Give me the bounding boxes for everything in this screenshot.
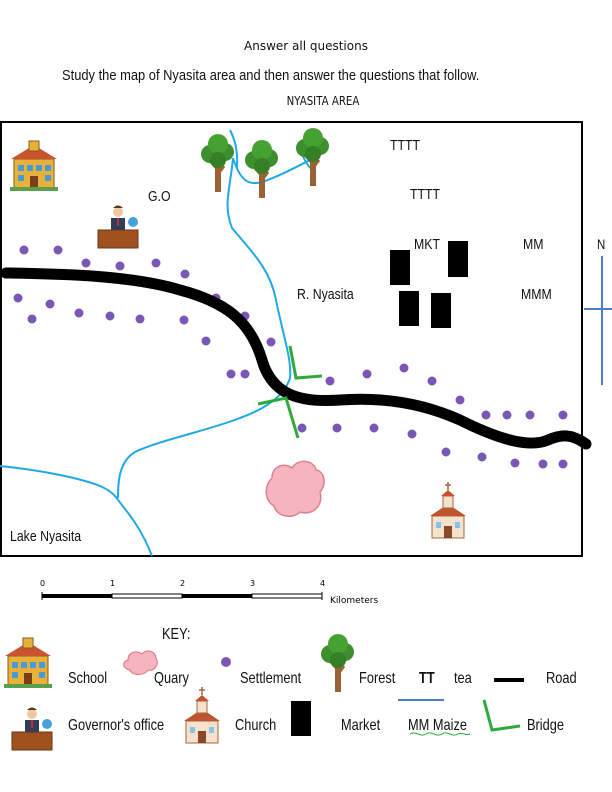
key-maize-label: MM Maize <box>408 717 468 734</box>
key-forest-icon <box>319 632 356 694</box>
key-quarry-label: Quary <box>154 670 189 687</box>
scale-tick-2: 2 <box>180 579 185 588</box>
maize-label-2: MMM <box>521 286 552 303</box>
key-settlement-label: Settlement <box>240 670 302 687</box>
scale-tick-3: 3 <box>250 579 255 588</box>
market-label: MKT <box>414 236 440 253</box>
tea-label-2: TTTT <box>410 186 441 203</box>
key-bridge-icon <box>482 699 521 732</box>
market-blocks <box>390 241 468 328</box>
key-tea-label: tea <box>454 670 472 687</box>
scale-tick-0: 0 <box>40 579 45 588</box>
quarry-icon <box>265 460 325 518</box>
key-school-icon <box>3 637 53 689</box>
key-title: KEY: <box>162 626 191 643</box>
key-governors-office-icon <box>11 707 53 751</box>
key-forest-label: Forest <box>359 670 396 687</box>
map-frame <box>0 121 583 557</box>
key-tea-symbol: TT <box>419 670 435 687</box>
key-bridge-label: Bridge <box>527 717 564 734</box>
map-title: NYASITA AREA <box>286 94 360 108</box>
instruction-text: Answer all questions <box>244 39 368 53</box>
north-arrow <box>584 256 612 385</box>
key-school-label: School <box>68 670 108 687</box>
river-label: R. Nyasita <box>297 286 354 303</box>
governors-office-label: G.O <box>148 188 171 205</box>
maize-label-1: MM <box>523 236 544 253</box>
scale-tick-4: 4 <box>320 579 325 588</box>
key-quarry-icon <box>123 650 158 676</box>
key-settlement-icon <box>221 657 231 667</box>
bridge <box>257 345 323 439</box>
north-label: N <box>597 236 606 252</box>
question-text: Study the map of Nyasita area and then a… <box>62 67 480 84</box>
settlement-dots <box>13 245 568 469</box>
key-market-label: Market <box>341 717 381 734</box>
scale-unit: Kilometers <box>330 596 378 606</box>
scale-bar: 0 1 2 3 4 Kilometers <box>40 579 378 606</box>
lake-label: Lake Nyasita <box>10 528 82 545</box>
key-church-icon <box>183 686 221 744</box>
road <box>0 267 592 450</box>
key-maize-underline <box>409 732 471 736</box>
key-church-label: Church <box>235 717 277 734</box>
key-governors-office-label: Governor's office <box>68 717 165 734</box>
key-market-icon <box>291 701 311 736</box>
key-road-label: Road <box>546 670 577 687</box>
tea-label-1: TTTT <box>390 137 421 154</box>
scale-tick-1: 1 <box>110 579 115 588</box>
